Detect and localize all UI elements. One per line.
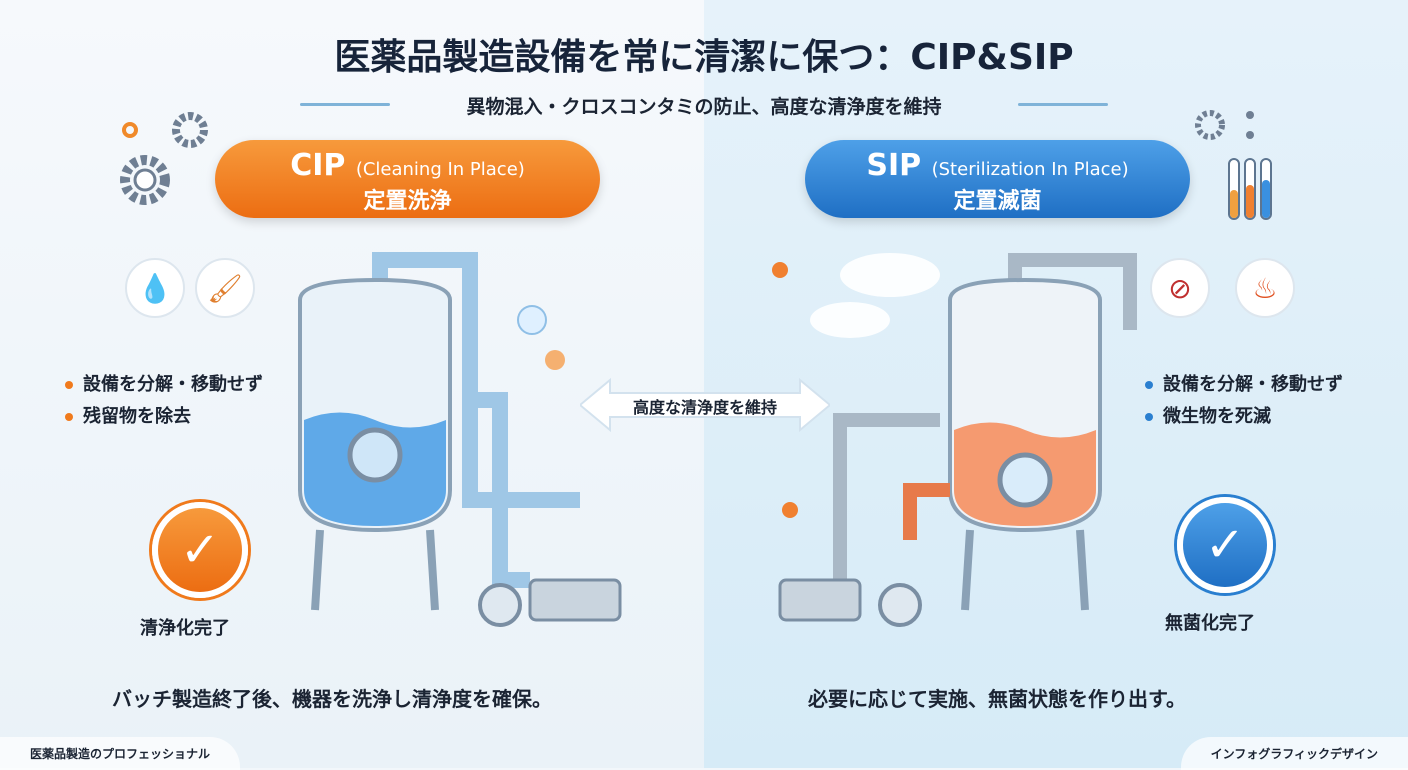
cip-caption: バッチ製造終了後、機器を洗浄し清浄度を確保。 (112, 687, 552, 711)
brush-icon: 🖌 (195, 258, 255, 318)
check-icon: ✓ (1177, 497, 1273, 593)
sip-tank-illustration (772, 253, 1137, 627)
divider (300, 103, 390, 106)
water-drop-icon: 💧 (125, 258, 185, 318)
sip-done-label: 無菌化完了 (1165, 613, 1255, 634)
subtitle: 異物混入・クロスコンタミの防止、高度な清浄度を維持 (466, 96, 942, 118)
divider (1018, 103, 1108, 106)
cip-bullet: 設備を分解・移動せず (65, 370, 263, 396)
sip-bullet: 微生物を死滅 (1145, 402, 1271, 428)
cip-tank-illustration (298, 252, 622, 627)
gear-share-icon (1195, 110, 1254, 140)
sip-bullet: 設備を分解・移動せず (1145, 370, 1343, 396)
sip-header: SIP (Sterilization In Place) 定置滅菌 (805, 140, 1190, 218)
no-bacteria-icon: ⊘ (1150, 258, 1210, 318)
heat-icon: ♨ (1235, 258, 1295, 318)
test-tubes-icon (1228, 158, 1272, 220)
center-arrow-label: 高度な清浄度を維持 (632, 398, 777, 417)
bidirectional-arrow (580, 377, 830, 433)
cip-bullet: 残留物を除去 (65, 402, 191, 428)
footer-left: 医薬品製造のプロフェッショナル (0, 737, 241, 770)
footer-right: インフォグラフィックデザイン (1180, 737, 1408, 770)
check-icon: ✓ (152, 502, 248, 598)
cip-done-label: 清浄化完了 (140, 618, 230, 639)
gears-icon (120, 112, 208, 205)
cip-header: CIP (Cleaning In Place) 定置洗浄 (215, 140, 600, 218)
page-title: 医薬品製造設備を常に清潔に保つ：CIP&SIP (334, 37, 1074, 78)
sip-caption: 必要に応じて実施、無菌状態を作り出す。 (808, 687, 1186, 711)
